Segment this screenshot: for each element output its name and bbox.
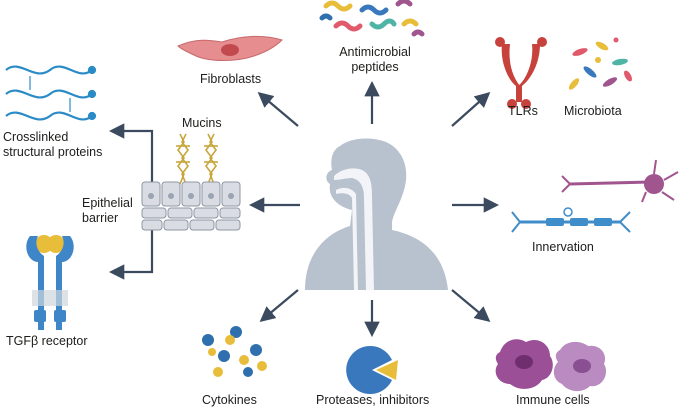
innervation-icon <box>511 159 679 233</box>
tlr-icon <box>495 37 547 109</box>
nasal-airway <box>334 168 374 290</box>
label-antimicrobial-line2: peptides <box>351 60 399 74</box>
immune-cells-icon <box>495 339 607 392</box>
label-tgfb-receptor: TGFβ receptor <box>6 334 88 348</box>
label-epithelial-line2: barrier <box>82 211 119 225</box>
microbiota-icon <box>568 37 632 90</box>
label-innervation: Innervation <box>532 240 594 254</box>
label-antimicrobial-line1: Antimicrobial <box>339 45 411 59</box>
antimicrobial-peptides-icon <box>319 0 425 37</box>
label-epithelial-barrier: Epithelial barrier <box>82 196 133 226</box>
cytokines-icon <box>202 326 267 377</box>
protease-icon <box>346 346 398 394</box>
mucin-strands <box>176 133 218 185</box>
label-cytokines: Cytokines <box>202 393 257 407</box>
label-immune-cells: Immune cells <box>516 393 590 407</box>
label-crosslinked-proteins: Crosslinked structural proteins <box>3 130 102 160</box>
label-proteases-inhibitors: Proteases, inhibitors <box>316 393 430 407</box>
bracket-epithelial-branches-lower <box>108 230 154 280</box>
oral-airway <box>336 187 358 290</box>
label-tlrs: TLRs <box>508 104 538 118</box>
label-microbiota: Microbiota <box>564 104 622 118</box>
label-crosslinked-line2: structural proteins <box>3 145 103 159</box>
arrow-to-cytokines <box>259 289 299 322</box>
label-antimicrobial-peptides: Antimicrobial peptides <box>330 45 420 75</box>
fibroblast-icon <box>177 35 283 61</box>
arrows <box>108 80 500 338</box>
human-head-silhouette <box>305 138 448 290</box>
arrow-to-tlrs <box>451 91 491 127</box>
label-crosslinked-line1: Crosslinked <box>3 130 69 144</box>
label-fibroblasts: Fibroblasts <box>200 72 262 86</box>
bracket-epithelial-branches <box>108 123 154 182</box>
arrow-to-fibroblasts <box>257 92 299 127</box>
arrow-to-immune-cells <box>451 289 491 322</box>
label-epithelial-line1: Epithelial <box>82 196 133 210</box>
label-mucins: Mucins <box>182 116 222 130</box>
crosslinked-proteins-icon <box>5 65 97 121</box>
epithelial-barrier-icon <box>141 133 241 231</box>
tgfb-receptor-icon <box>26 235 74 330</box>
